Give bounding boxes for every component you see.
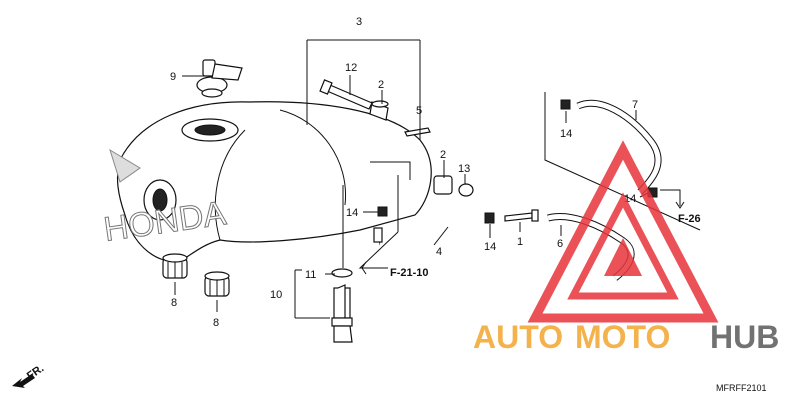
cap-nut bbox=[458, 183, 474, 197]
watermark-auto: AUTO bbox=[473, 319, 563, 355]
callout-7: 7 bbox=[632, 99, 638, 111]
collar-upper bbox=[369, 100, 389, 121]
collar-lower bbox=[433, 175, 453, 195]
rubber-mount-right bbox=[204, 271, 230, 297]
callout-2-upper: 2 bbox=[378, 79, 384, 91]
callout-8-right: 8 bbox=[213, 317, 219, 329]
reference-f21-10: F-21-10 bbox=[390, 267, 429, 279]
reference-f26: F-26 bbox=[678, 213, 701, 225]
callout-2-lower: 2 bbox=[440, 149, 446, 161]
bolt-1 bbox=[504, 209, 539, 222]
clip-14-upper bbox=[560, 99, 571, 110]
callout-14-left: 14 bbox=[346, 207, 358, 219]
callout-10: 10 bbox=[270, 289, 282, 301]
breather-hose-7 bbox=[576, 99, 662, 195]
fuel-pump-unit bbox=[331, 268, 353, 343]
watermark-triangle-icon bbox=[527, 140, 719, 323]
callout-1: 1 bbox=[517, 236, 523, 248]
washer-5 bbox=[404, 127, 431, 137]
clip-14-left bbox=[377, 206, 388, 217]
callout-14-mid: 14 bbox=[484, 241, 496, 253]
callout-8-left: 8 bbox=[171, 297, 177, 309]
callout-11: 11 bbox=[305, 269, 316, 281]
watermark-moto: MOTO bbox=[575, 319, 670, 355]
clip-14-mid bbox=[484, 212, 495, 224]
fuel-tank: HONDA bbox=[101, 101, 432, 263]
diagram-code: MFRFF2101 bbox=[716, 383, 767, 393]
callout-13: 13 bbox=[458, 163, 470, 175]
watermark-logo: AUTO MOTO HUB bbox=[473, 140, 779, 355]
front-direction-arrow-icon bbox=[12, 374, 35, 388]
callout-5: 5 bbox=[416, 105, 422, 117]
mounting-bolt bbox=[319, 79, 373, 110]
watermark-hub: HUB bbox=[710, 319, 779, 355]
callout-3: 3 bbox=[356, 16, 362, 28]
hose-4 bbox=[373, 219, 479, 247]
callout-6: 6 bbox=[557, 238, 563, 250]
callout-12: 12 bbox=[345, 62, 357, 74]
callout-9: 9 bbox=[170, 71, 176, 83]
rubber-mount-left bbox=[162, 253, 188, 279]
fuel-cap bbox=[196, 59, 243, 98]
callout-14-upper: 14 bbox=[560, 128, 572, 140]
callout-4: 4 bbox=[436, 246, 442, 258]
